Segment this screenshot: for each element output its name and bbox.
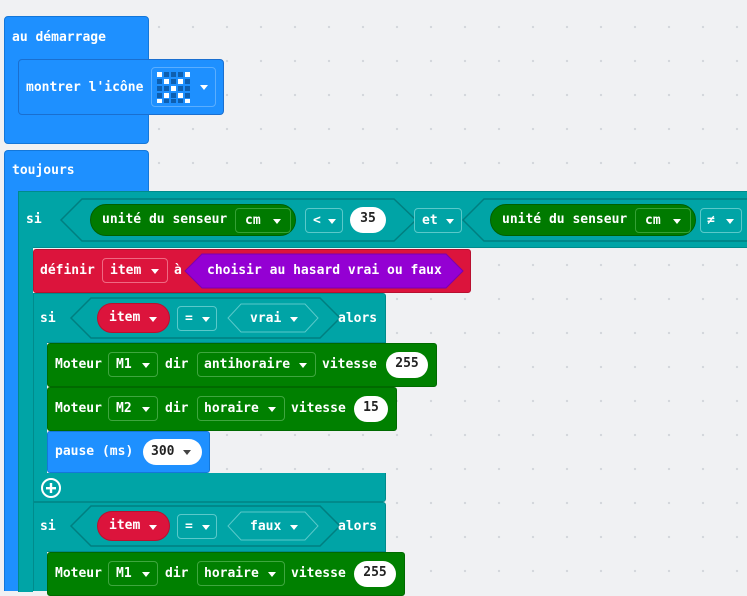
if-main-keyword: si	[26, 212, 42, 227]
and-dropdown[interactable]: et	[414, 208, 462, 233]
if-block-main-body	[18, 247, 33, 592]
direction-dropdown-1[interactable]: antihoraire	[197, 352, 316, 377]
chevron-down-icon	[290, 525, 298, 530]
speed-label: vitesse	[322, 357, 377, 372]
random-boolean-block[interactable]	[184, 253, 464, 289]
sensor-right-label: unité du senseur	[502, 212, 628, 227]
chevron-down-icon	[151, 269, 159, 274]
chevron-down-icon	[268, 407, 276, 412]
show-icon-label: montrer l'icône	[26, 80, 144, 95]
chevron-down-icon	[202, 525, 210, 530]
if-false-keyword: si	[40, 519, 56, 534]
equals-dropdown-true[interactable]: =	[177, 306, 217, 331]
on-start-label: au démarrage	[12, 30, 106, 45]
chevron-down-icon	[268, 572, 276, 577]
speed-input-1[interactable]: 255	[386, 352, 428, 378]
x-icon	[155, 70, 191, 104]
item-variable-true[interactable]: item	[97, 303, 170, 333]
speed-label: vitesse	[291, 401, 346, 416]
item-variable-false[interactable]: item	[97, 511, 170, 541]
then-keyword-true: alors	[338, 311, 378, 326]
if-block-true-body	[33, 342, 47, 474]
chevron-down-icon	[142, 572, 150, 577]
chevron-down-icon	[673, 219, 681, 224]
pause-label: pause (ms)	[55, 444, 134, 459]
chevron-down-icon	[149, 525, 157, 530]
motor-dropdown-3[interactable]: M1	[108, 561, 158, 586]
set-label: définir	[40, 263, 95, 278]
set-to-label: à	[174, 263, 182, 278]
bool-value-false: faux	[250, 519, 282, 534]
compare-slot-true	[69, 297, 342, 339]
if-block-true-footer	[33, 473, 386, 502]
chevron-down-icon	[299, 363, 307, 368]
motor-label: Moteur	[55, 566, 102, 581]
icon-dropdown[interactable]	[151, 67, 216, 107]
dir-label: dir	[165, 357, 189, 372]
equals-dropdown-false[interactable]: =	[177, 514, 217, 539]
variable-dropdown-set[interactable]: item	[102, 258, 168, 283]
chevron-down-icon	[202, 317, 210, 322]
speed-label: vitesse	[291, 566, 346, 581]
motor-dropdown-2[interactable]: M2	[108, 396, 158, 421]
plus-icon	[41, 478, 61, 498]
direction-dropdown-3[interactable]: horaire	[197, 561, 285, 586]
forever-block[interactable]	[4, 150, 149, 192]
compare-slot-left	[59, 198, 418, 242]
add-else-button[interactable]	[40, 477, 62, 499]
then-keyword-false: alors	[338, 519, 378, 534]
dir-label: dir	[165, 566, 189, 581]
op-dropdown-left[interactable]: <	[305, 208, 343, 233]
forever-block-body	[4, 191, 18, 591]
chevron-down-icon	[142, 407, 150, 412]
random-boolean-label: choisir au hasard vrai ou faux	[207, 263, 442, 278]
bool-value-true: vrai	[250, 311, 282, 326]
if-true-keyword: si	[40, 311, 56, 326]
speed-input-3[interactable]: 255	[354, 561, 396, 587]
op-dropdown-right[interactable]: ≠	[700, 208, 742, 233]
chevron-down-icon	[446, 219, 454, 224]
chevron-down-icon	[149, 317, 157, 322]
chevron-down-icon	[142, 363, 150, 368]
chevron-down-icon	[290, 317, 298, 322]
chevron-down-icon	[183, 450, 191, 455]
motor-label: Moteur	[55, 401, 102, 416]
compare-slot-right	[461, 198, 747, 242]
dir-label: dir	[165, 401, 189, 416]
unit-dropdown-right[interactable]: cm	[635, 208, 691, 233]
direction-dropdown-2[interactable]: horaire	[197, 396, 285, 421]
motor-label: Moteur	[55, 357, 102, 372]
distance-value-input[interactable]: 35	[350, 207, 386, 233]
compare-slot-false	[69, 505, 342, 547]
if-block-false-body	[33, 551, 47, 591]
bool-dropdown-true[interactable]	[227, 303, 319, 333]
sensor-left-label: unité du senseur	[102, 212, 228, 227]
bool-dropdown-false[interactable]	[227, 511, 319, 541]
chevron-down-icon	[200, 85, 208, 90]
chevron-down-icon	[273, 219, 281, 224]
unit-dropdown-left[interactable]: cm	[235, 208, 291, 233]
chevron-down-icon	[328, 219, 336, 224]
forever-label: toujours	[12, 163, 75, 178]
pause-duration-dropdown[interactable]: 300	[143, 439, 202, 465]
chevron-down-icon	[726, 219, 734, 224]
speed-input-2[interactable]: 15	[354, 396, 388, 422]
motor-dropdown-1[interactable]: M1	[108, 352, 158, 377]
